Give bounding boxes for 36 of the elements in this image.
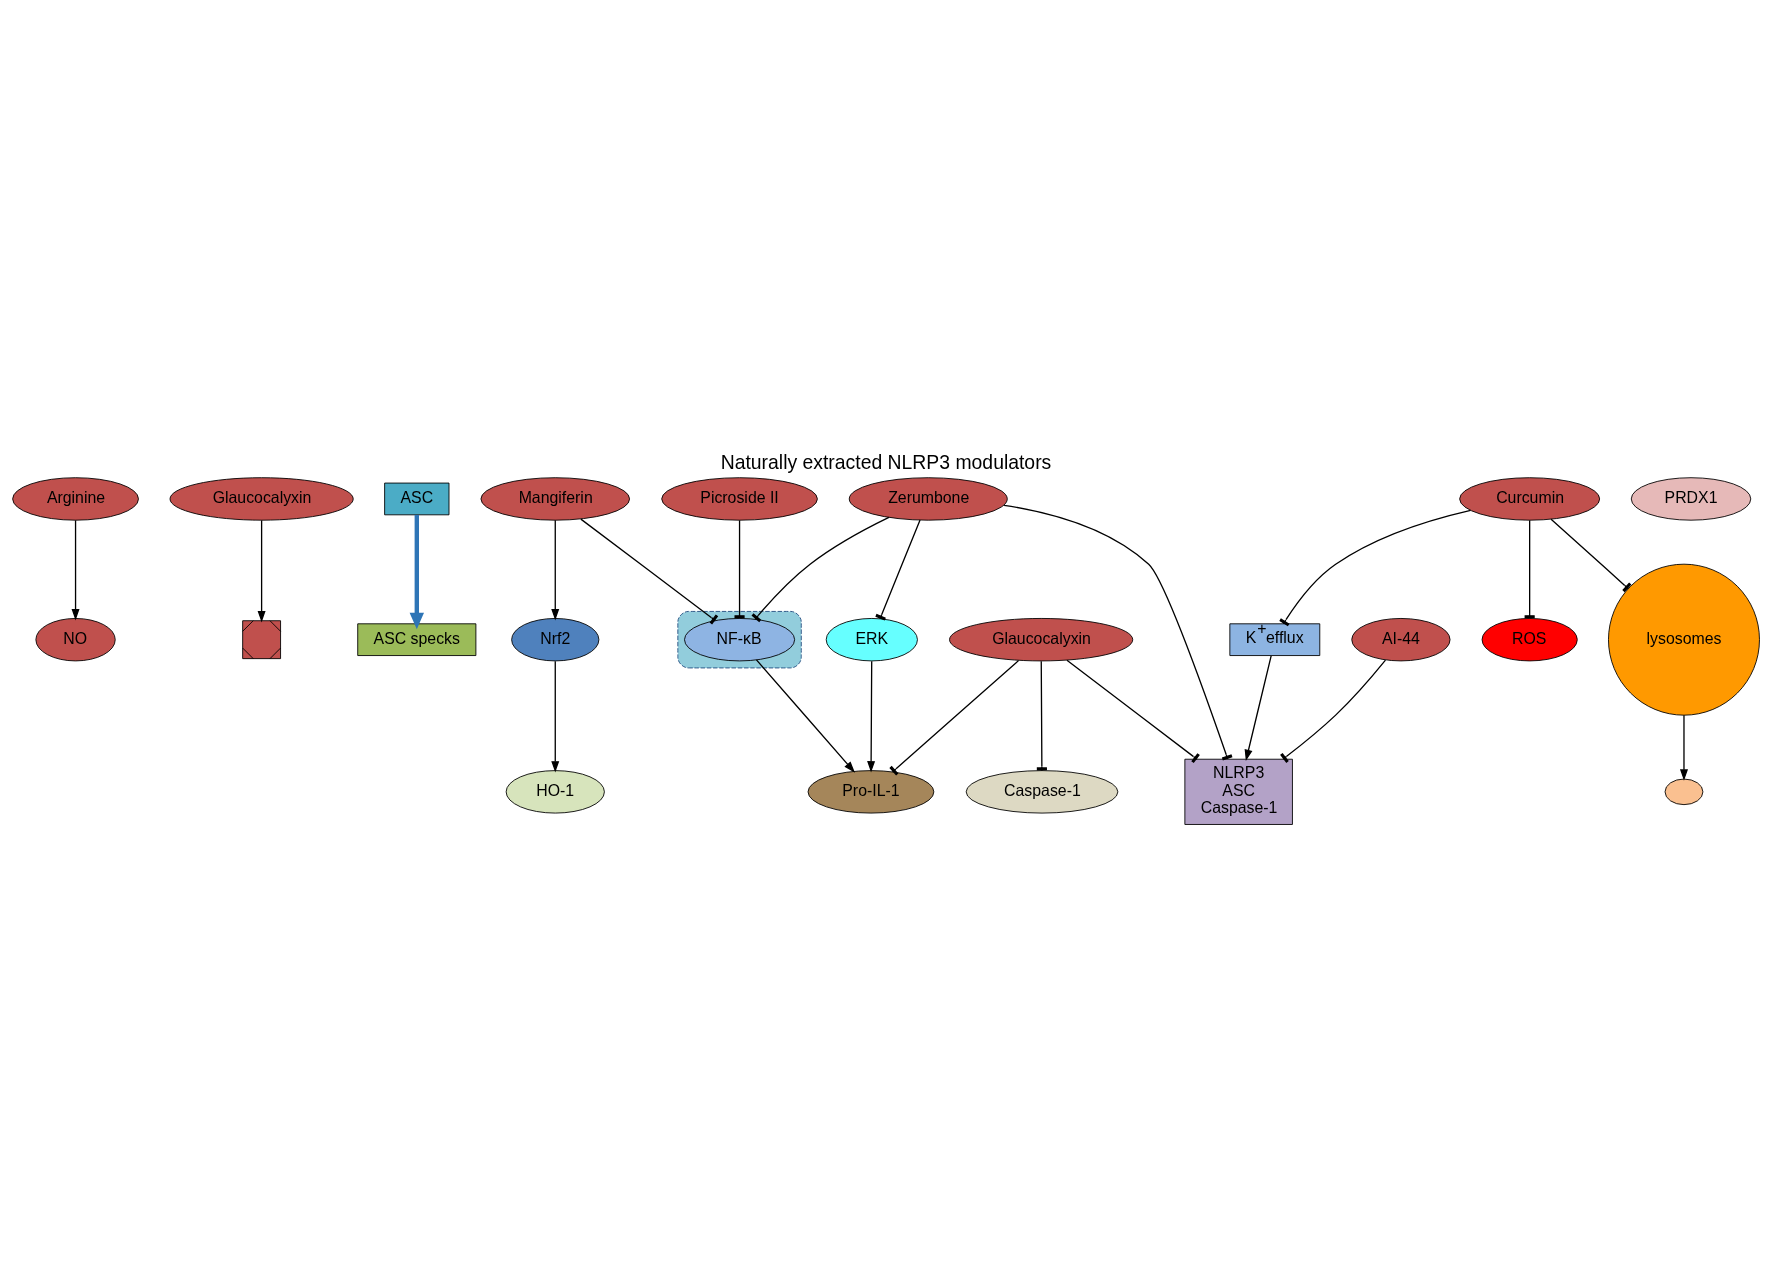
arrow: [551, 660, 560, 773]
node-ellipse: Glaucocalyxin: [169, 476, 354, 521]
arrow: [71, 519, 80, 620]
node-ellipse: Arginine: [12, 476, 139, 521]
node-ellipse: PRDX1: [1630, 476, 1752, 521]
node-ellipse: NO: [35, 617, 116, 661]
node-ellipse: Nrf2: [511, 617, 600, 661]
node-ellipse: HO-1: [505, 769, 605, 814]
arrow: [867, 660, 876, 773]
connector: [889, 659, 1020, 775]
node-ellipse: ERK: [825, 617, 918, 661]
node-circle: lysosomes: [1608, 563, 1760, 716]
connector: [1066, 659, 1200, 763]
connector: [1280, 659, 1387, 763]
arrow: [755, 658, 855, 773]
connector: [875, 518, 921, 620]
arrow: [1244, 654, 1272, 761]
arrow: [1679, 714, 1688, 781]
node-ellipse: Curcumin: [1459, 476, 1601, 521]
arrow: [257, 519, 266, 622]
node-ellipse: Caspase-1: [965, 769, 1119, 814]
node-box: ASC specks: [357, 622, 477, 656]
node-ellipse: Picroside II: [661, 476, 818, 521]
arrow: [409, 514, 425, 629]
node-ellipse: ROS: [1481, 617, 1578, 661]
node-ellipse: Mangiferin: [480, 476, 631, 521]
connector: [1279, 509, 1472, 626]
diagram-title: Naturally extracted NLRP3 modulators: [720, 450, 1052, 473]
arrow: [551, 519, 560, 620]
node-ellipse: AI-44: [1351, 617, 1451, 661]
node-ellipse: Zerumbone: [848, 476, 1008, 521]
node-ellipse: Glaucocalyxin: [949, 617, 1134, 661]
connector: [1550, 518, 1632, 592]
node-box: ASC: [384, 482, 450, 515]
node-box: NLRP3 ASC Caspase-1: [1184, 758, 1293, 825]
node-ellipse: [1664, 778, 1704, 805]
